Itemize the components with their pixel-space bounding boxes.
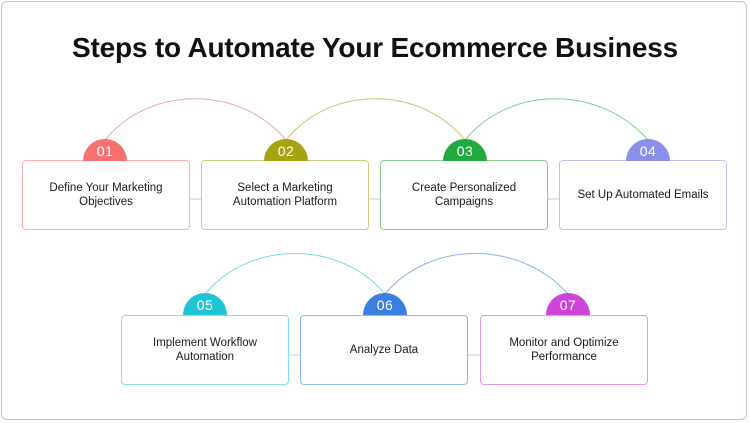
step-label: Monitor and Optimize Performance bbox=[509, 337, 619, 363]
arc-05-06 bbox=[204, 253, 386, 295]
step-label: Define Your Marketing Objectives bbox=[49, 182, 163, 208]
step-badge-06: 06 bbox=[363, 293, 407, 315]
step-number: 02 bbox=[277, 143, 295, 159]
step-badge-04: 04 bbox=[626, 139, 670, 161]
arc-03-04 bbox=[464, 98, 649, 141]
step-number: 05 bbox=[196, 297, 214, 313]
step-number: 07 bbox=[559, 297, 577, 313]
step-badge-02: 02 bbox=[264, 139, 308, 161]
step-label: Implement Workflow Automation bbox=[153, 337, 257, 363]
step-number: 06 bbox=[376, 297, 394, 313]
step-number: 03 bbox=[456, 143, 474, 159]
step-number: 01 bbox=[96, 143, 114, 159]
step-badge-03: 03 bbox=[443, 139, 487, 161]
step-card-03: Create Personalized Campaigns bbox=[380, 160, 548, 230]
step-badge-05: 05 bbox=[183, 293, 227, 315]
step-badge-01: 01 bbox=[83, 139, 127, 161]
step-badge-07: 07 bbox=[546, 293, 590, 315]
arc-06-07 bbox=[384, 253, 569, 295]
step-label: Select a Marketing Automation Platform bbox=[232, 182, 338, 208]
step-card-06: Analyze Data bbox=[300, 315, 468, 385]
step-card-01: Define Your Marketing Objectives bbox=[22, 160, 190, 230]
arc-02-03 bbox=[285, 98, 466, 141]
step-label: Analyze Data bbox=[349, 344, 419, 356]
step-card-04: Set Up Automated Emails bbox=[559, 160, 727, 230]
page-title: Steps to Automate Your Ecommerce Busines… bbox=[72, 32, 678, 63]
step-card-02: Select a Marketing Automation Platform bbox=[201, 160, 369, 230]
step-card-07: Monitor and Optimize Performance bbox=[480, 315, 648, 385]
step-card-05: Implement Workflow Automation bbox=[121, 315, 289, 385]
step-number: 04 bbox=[639, 143, 657, 159]
step-label: Set Up Automated Emails bbox=[577, 189, 709, 201]
step-label: Create Personalized Campaigns bbox=[411, 182, 517, 208]
arc-01-02 bbox=[104, 98, 287, 141]
